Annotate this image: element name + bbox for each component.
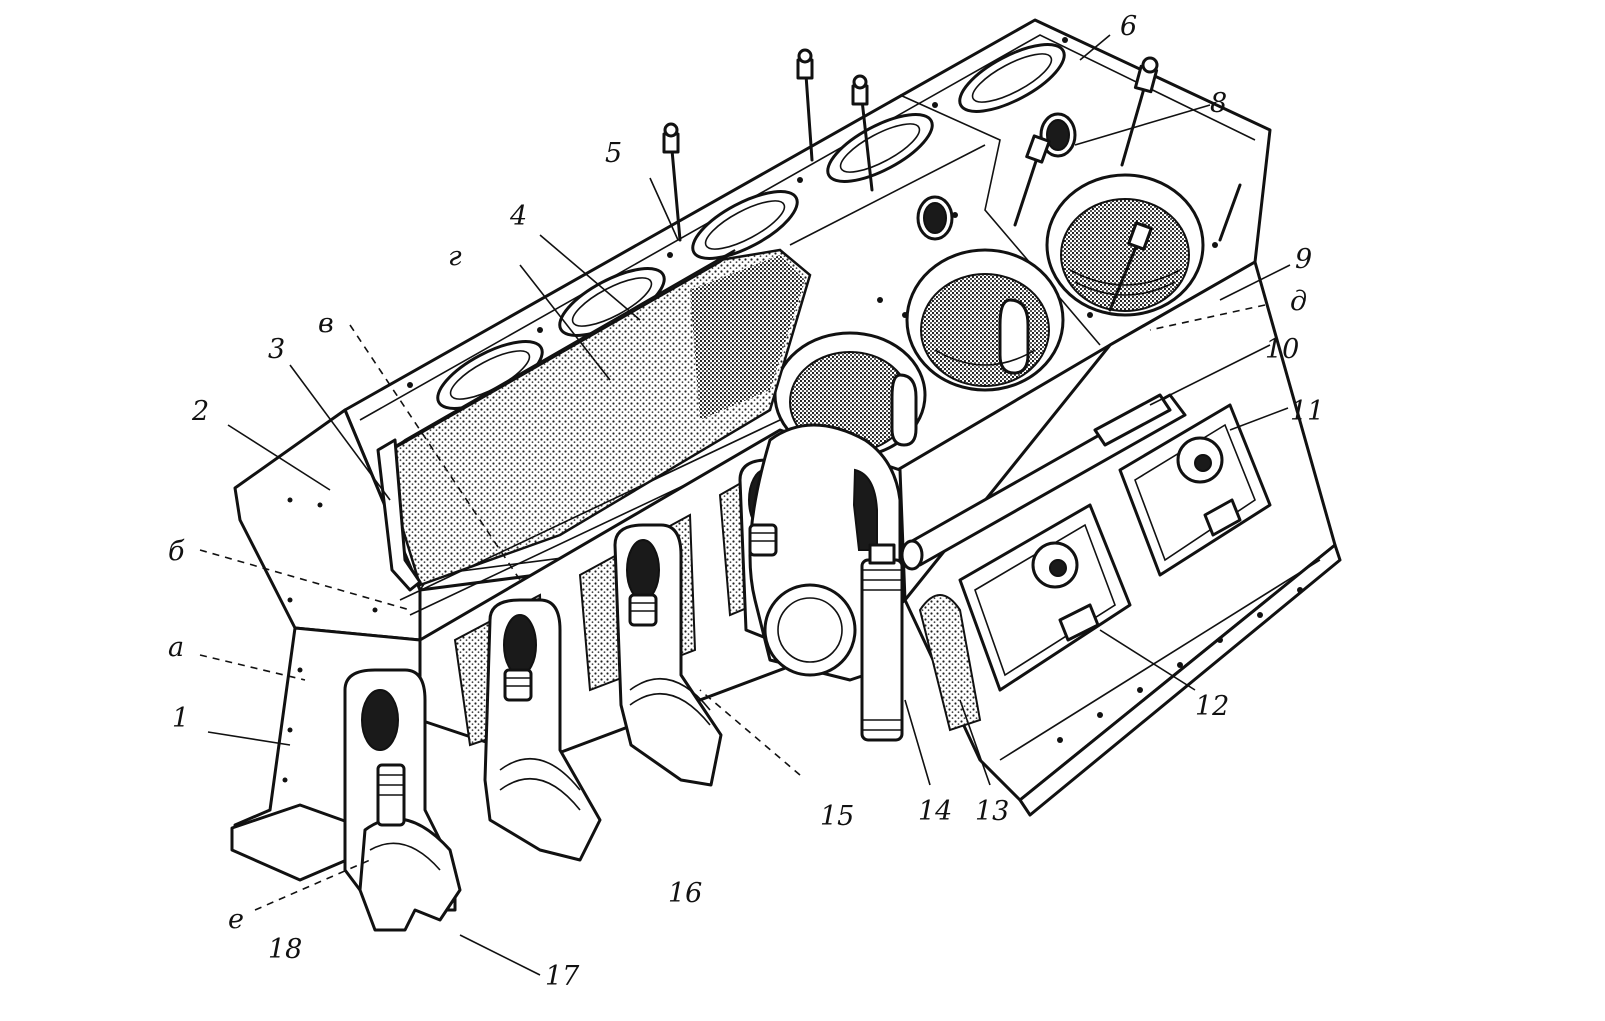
- jacket-wall: [376, 438, 422, 592]
- deck-ports: [359, 34, 1256, 591]
- bearing-support: [483, 598, 602, 862]
- bearing-support: [613, 523, 723, 787]
- label-5: 5: [605, 138, 622, 169]
- label-9: 9: [1295, 244, 1312, 275]
- stud-bolt: [851, 74, 874, 192]
- stud-bolt: [1120, 56, 1159, 167]
- left-face-holes: [282, 497, 378, 783]
- tie-rod-bolt: [860, 543, 904, 742]
- inspection-cover: [958, 503, 1132, 692]
- label-e: е: [228, 904, 244, 935]
- label-18: 18: [268, 934, 302, 965]
- tie-rod-bolt: [628, 593, 658, 627]
- leader-lines: [199, 34, 1291, 976]
- tie-rod-bolt: [503, 668, 533, 702]
- stud-bolt: [1108, 221, 1153, 312]
- label-16: 16: [668, 878, 702, 909]
- label-15: 15: [820, 801, 854, 832]
- label-10: 10: [1265, 334, 1299, 365]
- label-2: 2: [191, 396, 209, 427]
- stud-bolt: [796, 48, 814, 162]
- stud-bolts: [662, 48, 1242, 312]
- label-17: 17: [545, 961, 580, 992]
- stud-bolt: [662, 122, 682, 242]
- port-oval: [958, 43, 1066, 113]
- port-oval: [691, 190, 799, 260]
- cylinder-bores: [773, 173, 1205, 459]
- label-14: 14: [918, 796, 952, 827]
- label-8: 8: [1210, 88, 1227, 119]
- tie-rod-bolt: [748, 523, 778, 557]
- stud-bolt: [1013, 134, 1051, 227]
- label-a: а: [168, 632, 184, 663]
- label-3: 3: [268, 334, 285, 365]
- label-b: б: [168, 536, 185, 567]
- label-d: д: [1290, 286, 1307, 317]
- label-v: в: [318, 308, 334, 339]
- label-4: 4: [509, 201, 527, 232]
- crankcase-bulkheads: [343, 423, 907, 932]
- label-13: 13: [975, 796, 1009, 827]
- label-11: 11: [1290, 396, 1324, 427]
- tie-rod-bolt: [376, 763, 406, 827]
- port-oval: [826, 113, 934, 183]
- callout-labels: 1 2 3 4 5 6 8 9 10 11 12 13 14 15 16 17 …: [168, 11, 1324, 992]
- inspection-cover: [1118, 403, 1272, 577]
- label-g: г: [448, 241, 462, 272]
- stud-bolt: [1218, 183, 1242, 242]
- label-12: 12: [1195, 691, 1229, 722]
- label-6: 6: [1120, 11, 1137, 42]
- side-covers: [900, 393, 1321, 761]
- label-1: 1: [172, 703, 189, 734]
- water-jacket-cutaway: [376, 248, 812, 616]
